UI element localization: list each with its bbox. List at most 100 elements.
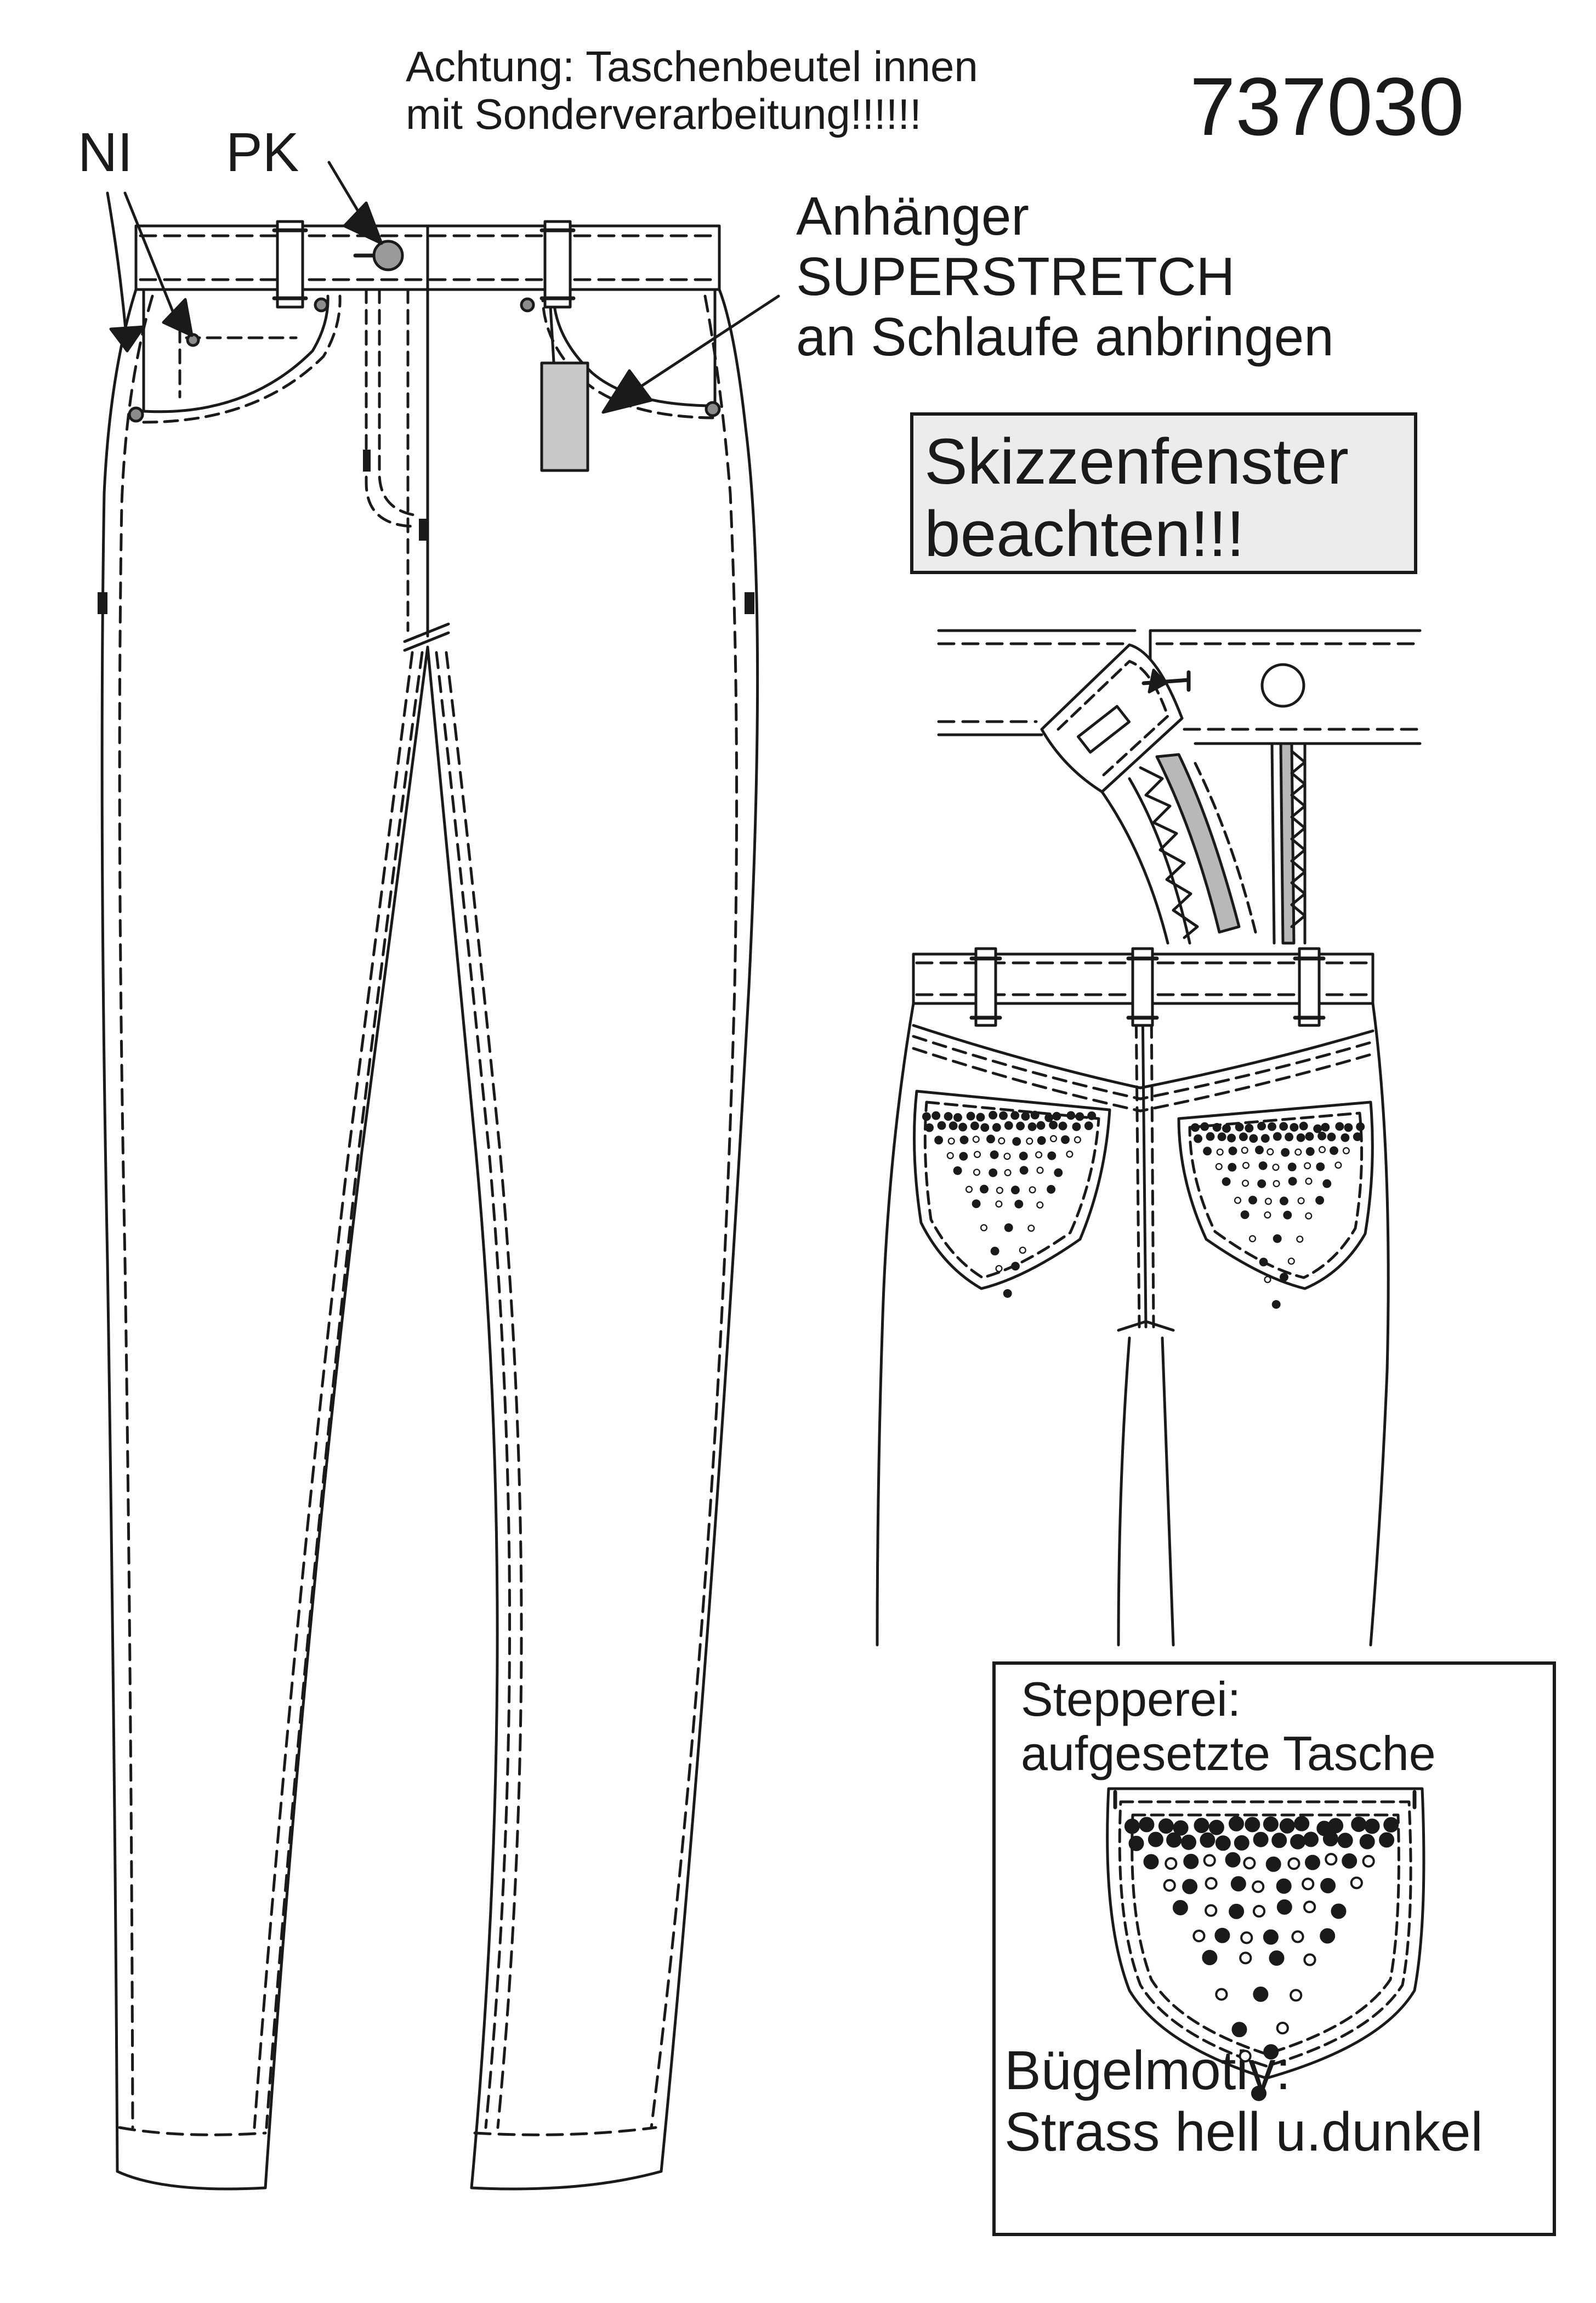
arrow-icon bbox=[109, 325, 145, 353]
rhinestone-icon bbox=[1208, 1819, 1224, 1835]
rhinestone-icon bbox=[1297, 1197, 1305, 1205]
rhinestone-icon bbox=[1019, 1246, 1026, 1254]
rhinestone-icon bbox=[1251, 2085, 1266, 2101]
rhinestone-icon bbox=[1014, 1199, 1024, 1209]
rhinestone-icon bbox=[1356, 1122, 1365, 1131]
rhinestone-icon bbox=[1253, 1986, 1269, 2002]
rhinestone-icon bbox=[1183, 1853, 1199, 1869]
front-outline bbox=[100, 288, 759, 2191]
front-inseam-stitch-left bbox=[253, 651, 414, 2129]
rhinestone-icon bbox=[1299, 1121, 1308, 1131]
rhinestone-icon bbox=[1252, 1880, 1265, 1893]
rhinestone-icon bbox=[1296, 1133, 1305, 1142]
rhinestone-icon bbox=[1234, 1835, 1249, 1851]
rhinestone-icon bbox=[1320, 1928, 1336, 1944]
rhinestone-icon bbox=[1200, 1832, 1216, 1848]
front-inseam-stitch-right2 bbox=[445, 651, 523, 2129]
front-bartack-fly2 bbox=[419, 519, 427, 541]
rhinestone-icon bbox=[990, 1246, 999, 1256]
rhinestone-icon bbox=[1248, 1195, 1257, 1205]
front-crotch-mark bbox=[403, 622, 450, 652]
rhinestone-icon bbox=[1124, 1818, 1140, 1834]
back-pocket-left bbox=[913, 1090, 1111, 1290]
button-icon bbox=[1260, 663, 1305, 708]
rhinestone-icon bbox=[1228, 1162, 1237, 1172]
rhinestone-icon bbox=[1128, 1835, 1144, 1851]
rhinestone-icon bbox=[1192, 1930, 1206, 1943]
rhinestone-icon bbox=[1026, 1137, 1033, 1145]
front-inseam-stitch-right bbox=[435, 651, 512, 2129]
rhinestone-icon bbox=[1276, 2022, 1289, 2035]
rhinestone-icon bbox=[1148, 1831, 1163, 1847]
rhinestone-icon bbox=[1036, 1121, 1046, 1130]
rhinestone-icon bbox=[1075, 1112, 1084, 1121]
rhinestone-icon bbox=[1322, 1179, 1332, 1188]
rhinestone-icon bbox=[1234, 1196, 1242, 1204]
zipper-teeth-right bbox=[1290, 750, 1307, 928]
fly-detail-shell-left-stitch bbox=[1194, 762, 1257, 934]
label-pk: PK bbox=[226, 122, 299, 183]
front-view bbox=[98, 220, 759, 2191]
rhinestone-icon bbox=[1287, 1257, 1295, 1265]
rhinestone-icon bbox=[1203, 1854, 1216, 1867]
rhinestone-icon bbox=[1165, 1857, 1178, 1870]
rhinestone-icon bbox=[1139, 1817, 1155, 1833]
rhinestone-icon bbox=[1285, 1132, 1294, 1142]
rhinestone-icon bbox=[1227, 1133, 1236, 1143]
front-pocket-left-stitch bbox=[142, 294, 342, 424]
rhinestone-icon bbox=[1328, 1818, 1344, 1834]
rhinestone-icon bbox=[1205, 1904, 1218, 1917]
rhinestone-icon bbox=[946, 1152, 954, 1160]
rhinestone-icon bbox=[1084, 1121, 1093, 1131]
rhinestone-icon bbox=[1010, 1111, 1020, 1120]
back-yoke bbox=[912, 1024, 1375, 1090]
rhinestone-icon bbox=[1229, 1903, 1245, 1919]
rhinestone-icon bbox=[1303, 1953, 1316, 1966]
rhinestone-icon bbox=[980, 1184, 989, 1194]
rhinestone-icon bbox=[1296, 1235, 1304, 1243]
rhinestone-icon bbox=[1273, 1132, 1282, 1141]
rhinestone-icon bbox=[1257, 1179, 1266, 1188]
arrow-icon bbox=[343, 201, 383, 245]
rhinestone-icon bbox=[973, 1168, 981, 1176]
rhinestone-icon bbox=[1058, 1121, 1067, 1131]
rhinestone-icon bbox=[932, 1111, 941, 1120]
rhinestone-icon bbox=[1305, 1147, 1315, 1156]
rhinestone-icon bbox=[1054, 1168, 1063, 1177]
rhinestone-icon bbox=[1003, 1153, 1011, 1160]
rhinestone-icon bbox=[922, 1112, 931, 1121]
rhinestone-icon bbox=[1052, 1111, 1061, 1121]
fly-detail-flap-stitch bbox=[1057, 660, 1169, 778]
rhinestone-icon bbox=[1239, 1952, 1252, 1965]
rhinestone-icon bbox=[1036, 1166, 1044, 1174]
rhinestone-icon bbox=[1072, 1122, 1081, 1131]
back-pocket-left-stitch bbox=[923, 1101, 1100, 1279]
hangtag-leader-line bbox=[640, 294, 780, 388]
rhinestone-icon bbox=[1290, 1122, 1299, 1132]
rhinestone-icon bbox=[1283, 1210, 1292, 1219]
rhinestone-icon bbox=[1212, 1123, 1222, 1132]
back-view bbox=[876, 947, 1390, 1647]
rhinestone-icon bbox=[1302, 1877, 1315, 1891]
rhinestone-icon bbox=[972, 1136, 980, 1143]
rhinestone-icon bbox=[1229, 1816, 1244, 1831]
arrow-icon bbox=[601, 369, 653, 414]
rhinestone-icon bbox=[995, 1264, 1003, 1273]
hangtag-note-line2: SUPERSTRETCH bbox=[796, 246, 1235, 307]
rhinestone-icon bbox=[1203, 1147, 1212, 1156]
front-belt-loop-right bbox=[539, 220, 576, 309]
rhinestone-icon bbox=[1305, 1854, 1320, 1870]
rhinestone-icon bbox=[1035, 1151, 1043, 1159]
rhinestone-icon bbox=[1272, 1164, 1280, 1171]
button-icon bbox=[372, 240, 404, 271]
rhinestone-icon bbox=[1279, 1122, 1288, 1131]
rhinestone-icon bbox=[1322, 1831, 1338, 1847]
fly-detail-shell-right bbox=[1270, 742, 1307, 945]
rhinestone-icon bbox=[1240, 1210, 1249, 1219]
rhinestone-icon bbox=[980, 1224, 988, 1232]
rhinestone-icon bbox=[1279, 1196, 1288, 1206]
rhinestone-icon bbox=[1205, 1877, 1218, 1890]
rhinestone-icon bbox=[992, 1123, 1001, 1132]
rhinestone-icon bbox=[1173, 1820, 1189, 1836]
rhinestone-icon bbox=[1004, 1121, 1013, 1130]
